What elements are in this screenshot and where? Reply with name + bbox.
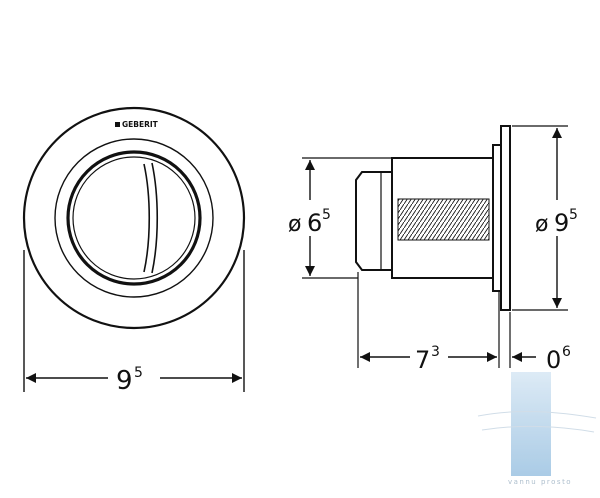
outer-ring [22,106,246,330]
front-view: GEBERIT 9 5 [22,106,246,396]
body-depth-value: 7 [415,346,430,374]
button-diameter-sup: 5 [322,207,331,223]
thread [397,198,490,241]
side-view: ø 6 5 ø 9 5 7 3 0 6 [288,125,578,374]
watermark: vannu prosto [477,372,597,486]
front-diameter-value: 9 [116,366,133,396]
watermark-bar [511,372,551,476]
button-stub [355,171,393,271]
plate-step [492,144,502,292]
brand-logo-text: GEBERIT [122,120,159,129]
plate-diameter-sup: 5 [569,207,578,223]
button-inner [72,156,196,280]
button-diameter-value: 6 [307,209,322,237]
plate-diameter-prefix: ø [535,212,548,237]
inner-ring [54,138,214,298]
plate-diameter-value: 9 [554,209,569,237]
button-bezel [66,150,202,286]
plate-thickness-value: 0 [546,346,561,374]
body-depth-sup: 3 [431,344,440,360]
watermark-text: vannu prosto [508,478,572,486]
front-diameter-sup: 5 [134,365,143,381]
button-split [143,162,159,274]
button-diameter-prefix: ø [288,212,301,237]
front-plate [500,125,511,311]
plate-thickness-sup: 6 [562,344,571,360]
brand-logo: GEBERIT [115,120,159,129]
watermark-swoosh [477,411,597,433]
